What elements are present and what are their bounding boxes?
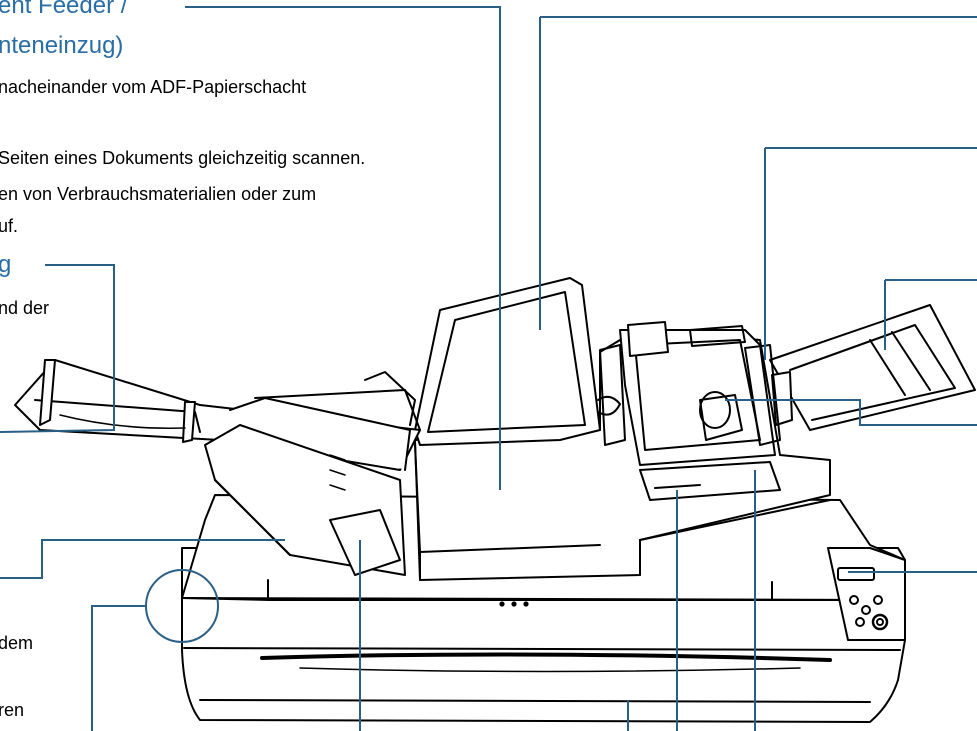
detail-circle	[145, 569, 219, 643]
stacker-heading: g	[0, 251, 12, 278]
adf-description-line1: nacheinander vom ADF-Papierschacht	[0, 77, 307, 97]
adf-description-line2: Seiten eines Dokuments gleichzeitig scan…	[0, 148, 366, 168]
leader-chute	[764, 147, 977, 360]
leader-extension	[884, 279, 977, 350]
adf-heading-line1: ent Feeder /	[0, 0, 128, 19]
leader-hopper	[0, 539, 285, 579]
stacker-description: nd der	[0, 298, 50, 318]
leader-guide	[725, 399, 977, 426]
scanner-drawing	[14, 277, 976, 723]
leader-lines	[0, 6, 977, 731]
lower-left-text-2: ren	[0, 700, 25, 720]
adf-heading-line2: nteneinzug)	[0, 32, 124, 59]
adf-description-line4: uf.	[0, 216, 19, 236]
leader-circle-detail	[91, 605, 146, 731]
leader-adf	[185, 6, 501, 490]
leader-cover	[539, 16, 977, 330]
paper-tray-extension	[769, 304, 976, 431]
lower-left-text-1: dem	[0, 633, 34, 653]
adf-description-line3: en von Verbrauchsmaterialien oder zum	[0, 184, 317, 204]
adf-cover	[414, 277, 601, 446]
leader-stacker	[0, 264, 115, 433]
